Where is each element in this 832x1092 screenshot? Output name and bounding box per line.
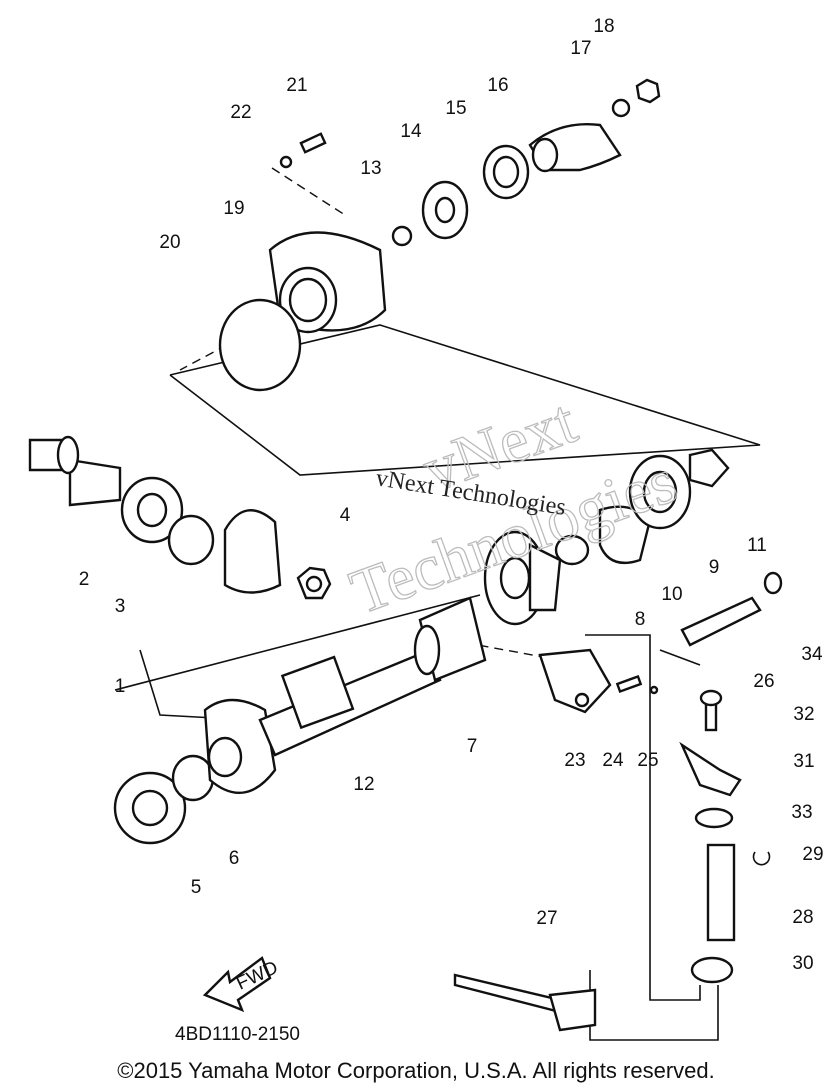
callout-33: 33 bbox=[791, 802, 812, 823]
callout-9: 9 bbox=[709, 557, 720, 578]
callout-22: 22 bbox=[230, 102, 251, 123]
callout-11: 11 bbox=[747, 535, 767, 556]
callout-5: 5 bbox=[191, 877, 202, 898]
assembly-guide-lines bbox=[114, 167, 761, 1041]
callout-24: 24 bbox=[602, 750, 624, 771]
callout-6: 6 bbox=[229, 848, 240, 869]
exploded-parts-diagram: FWD 4BD1110-2150 vNext Technologies vNex… bbox=[28, 16, 824, 1045]
callout-18: 18 bbox=[593, 16, 614, 37]
callout-23: 23 bbox=[564, 750, 585, 771]
callout-8: 8 bbox=[635, 609, 646, 630]
fwd-arrow: FWD bbox=[202, 956, 281, 1013]
figure-code: 4BD1110-2150 bbox=[175, 1024, 300, 1045]
gear-group-8-11 bbox=[483, 448, 730, 626]
callout-25: 25 bbox=[637, 750, 658, 771]
nut-4 bbox=[296, 566, 332, 600]
callout-26: 26 bbox=[753, 671, 774, 692]
callout-30: 30 bbox=[792, 953, 813, 974]
callout-31: 31 bbox=[793, 751, 814, 772]
callout-10: 10 bbox=[661, 584, 682, 605]
callout-12: 12 bbox=[353, 774, 374, 795]
callout-17: 17 bbox=[570, 38, 591, 59]
callout-21: 21 bbox=[286, 75, 307, 96]
callout-4: 4 bbox=[340, 505, 351, 526]
callout-7: 7 bbox=[467, 736, 478, 757]
callout-1: 1 bbox=[115, 676, 126, 697]
callout-28: 28 bbox=[792, 907, 813, 928]
callout-14: 14 bbox=[400, 121, 422, 142]
callout-19: 19 bbox=[223, 198, 244, 219]
callout-16: 16 bbox=[487, 75, 508, 96]
gear-and-shaft-12 bbox=[203, 648, 442, 794]
callout-34: 34 bbox=[801, 644, 823, 665]
clutch-7 bbox=[413, 596, 487, 682]
callout-13: 13 bbox=[360, 158, 381, 179]
shaft-end-and-bearing bbox=[28, 435, 282, 594]
copyright-notice: ©2015 Yamaha Motor Corporation, U.S.A. A… bbox=[117, 1058, 715, 1083]
callout-15: 15 bbox=[445, 98, 466, 119]
upper-hub-group bbox=[218, 78, 661, 392]
callout-27: 27 bbox=[536, 908, 557, 929]
callout-3: 3 bbox=[115, 596, 126, 617]
shift-fork-group bbox=[538, 571, 783, 714]
linkage-group bbox=[453, 689, 771, 1032]
callout-29: 29 bbox=[802, 844, 823, 865]
callout-2: 2 bbox=[79, 569, 90, 590]
lower-bearing-5-6 bbox=[113, 754, 215, 845]
callout-32: 32 bbox=[793, 704, 814, 725]
callout-20: 20 bbox=[159, 232, 180, 253]
